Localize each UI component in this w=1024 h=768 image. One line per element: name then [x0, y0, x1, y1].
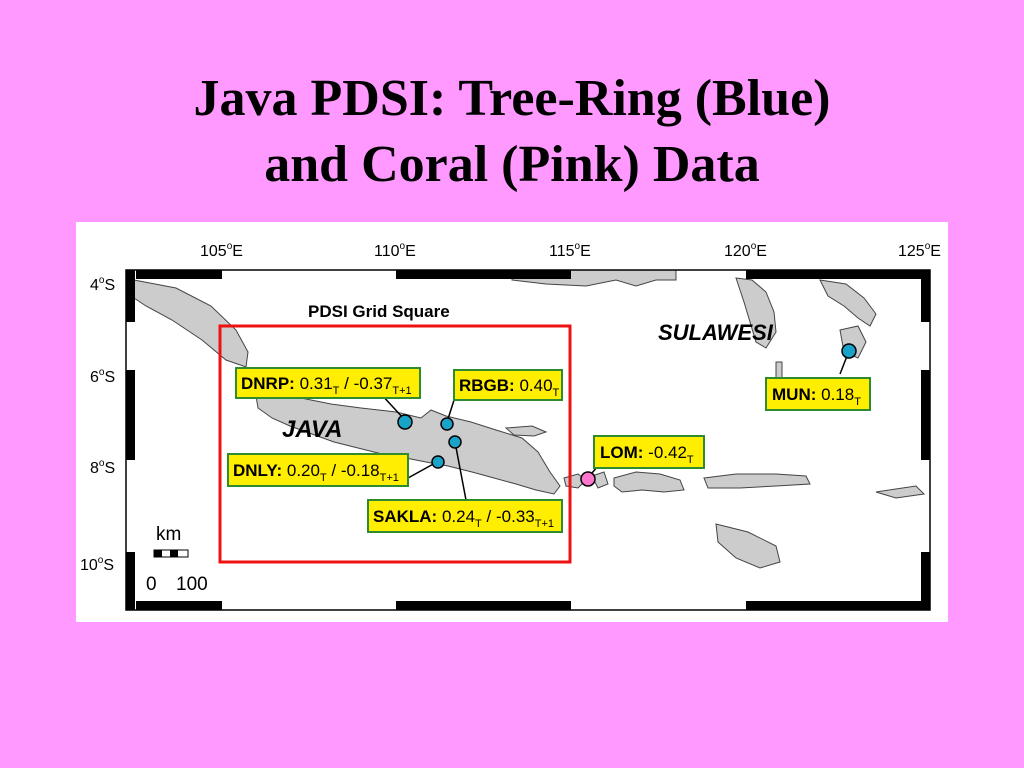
lom-marker — [580, 471, 596, 487]
sakla-leader — [454, 441, 467, 501]
mun-marker — [841, 343, 857, 359]
dnly-marker — [431, 455, 445, 469]
lon-label-115: 115oE — [549, 241, 591, 260]
map-frame — [125, 269, 931, 611]
map-figure: 105oE 110oE 115oE 120oE 125oE 4oS 6oS 8o… — [76, 222, 948, 622]
scale-max: 100 — [176, 574, 208, 595]
svg-text:SAKLA: 0.24T / -0.33T+1: SAKLA: 0.24T / -0.33T+1 — [373, 507, 554, 530]
land-layer — [133, 269, 926, 569]
sumba-landmass — [715, 523, 781, 569]
title-line-1: Java PDSI: Tree-Ring (Blue) — [193, 70, 831, 127]
scale-unit: km — [156, 524, 181, 545]
sumatra-landmass — [133, 279, 249, 368]
scale-min: 0 — [146, 574, 157, 595]
sakla-marker — [448, 435, 462, 449]
sakla-label: SAKLA: 0.24T / -0.33T+1 — [367, 499, 563, 533]
lat-label-10: 10oS — [80, 555, 114, 574]
frame-checker — [126, 270, 930, 610]
timor-landmass — [875, 485, 926, 499]
lon-label-105: 105oE — [200, 241, 243, 260]
sumbawa-landmass — [613, 471, 685, 493]
java-label: JAVA — [282, 416, 342, 443]
mun-label: MUN: 0.18T — [765, 377, 871, 411]
latitude-labels: 4oS 6oS 8oS 10oS — [80, 275, 115, 574]
lon-label-110: 110oE — [374, 241, 416, 260]
svg-text:DNLY: 0.20T / -0.18T+1: DNLY: 0.20T / -0.18T+1 — [233, 461, 399, 484]
svg-text:RBGB: 0.40T: RBGB: 0.40T — [459, 376, 560, 399]
slide-title: Java PDSI: Tree-Ring (Blue) and Coral (P… — [0, 66, 1024, 198]
rbgb-marker — [440, 417, 454, 431]
lat-label-4: 4oS — [90, 275, 115, 294]
sulawesi-sw-landmass — [735, 277, 777, 349]
svg-text:MUN: 0.18T: MUN: 0.18T — [772, 385, 861, 408]
scale-bar: km 0 100 — [146, 524, 208, 595]
title-line-2: and Coral (Pink) Data — [264, 136, 760, 193]
flores-landmass — [703, 473, 811, 489]
longitude-labels: 105oE 110oE 115oE 120oE 125oE — [200, 241, 941, 260]
java-landmass — [255, 391, 561, 495]
sulawesi-label: SULAWESI — [658, 320, 774, 345]
lat-label-8: 8oS — [90, 458, 115, 477]
dnly-label: DNLY: 0.20T / -0.18T+1 — [227, 453, 409, 487]
site-labels: DNRP: 0.31T / -0.37T+1 RBGB: 0.40T DNLY:… — [227, 367, 871, 533]
lom-label: LOM: -0.42T — [593, 435, 705, 469]
sulawesi-se-landmass — [819, 279, 877, 327]
lon-label-120: 120oE — [724, 241, 767, 260]
map-svg: 105oE 110oE 115oE 120oE 125oE 4oS 6oS 8o… — [80, 241, 941, 611]
madura-landmass — [504, 425, 548, 437]
pdsi-grid-square — [218, 324, 572, 564]
lombok-landmass — [591, 471, 609, 489]
svg-text:DNRP: 0.31T / -0.37T+1: DNRP: 0.31T / -0.37T+1 — [241, 374, 412, 397]
grid-square-label: PDSI Grid Square — [308, 302, 450, 321]
dnrp-label: DNRP: 0.31T / -0.37T+1 — [235, 367, 421, 399]
rbgb-label: RBGB: 0.40T — [453, 369, 563, 401]
lat-label-6: 6oS — [90, 367, 115, 386]
svg-text:LOM: -0.42T: LOM: -0.42T — [600, 443, 694, 466]
site-markers — [397, 343, 857, 487]
dnrp-marker — [397, 414, 413, 430]
lon-label-125: 125oE — [898, 241, 941, 260]
